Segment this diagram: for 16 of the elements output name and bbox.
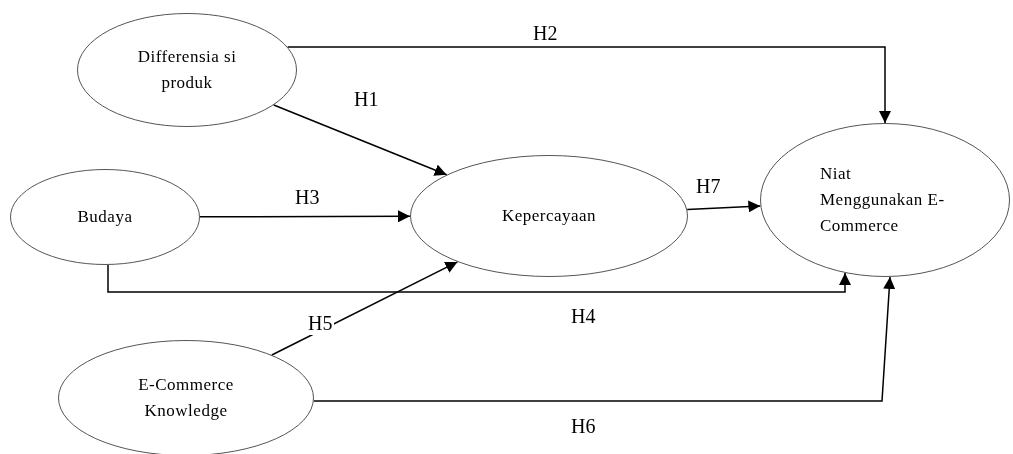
arrow [313,276,896,402]
arrow [271,261,459,356]
arrow [199,210,411,223]
node-label: Budaya [76,206,134,228]
node-label: Niat Menggunakan E-Commerce [820,163,946,237]
node-label: Differensia si produk [137,46,237,94]
arrow [686,200,762,213]
arrow [107,264,851,293]
arrow [273,104,448,176]
ellipse-node [760,123,1010,277]
arrow [286,46,891,124]
ellipse-node [410,155,688,277]
node-label: Kepercayaan [500,205,598,227]
ellipse-node [10,169,200,265]
node-label: E-Commerce Knowledge [137,374,235,422]
ellipse-node [77,13,297,127]
